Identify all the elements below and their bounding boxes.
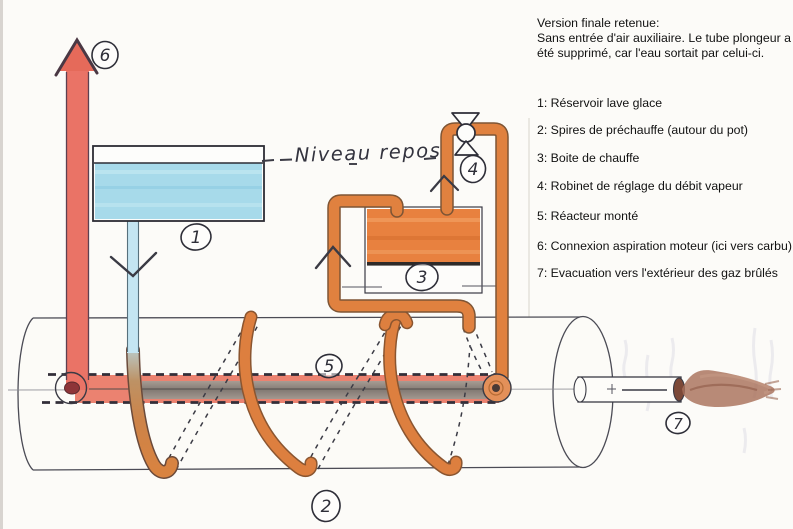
marker-3: 3 bbox=[405, 262, 439, 292]
flow-down-arrow bbox=[109, 251, 158, 278]
legend-item-6: 6: Connexion aspiration moteur (ici vers… bbox=[537, 239, 792, 253]
marker-6: 6 bbox=[91, 40, 119, 70]
legend-item-5: 5: Réacteur monté bbox=[537, 209, 639, 223]
markers: 1 2 3 4 5 6 7 bbox=[91, 40, 691, 523]
note-line-2: Sans entrée d'air auxiliaire. Le tube pl… bbox=[537, 31, 791, 45]
svg-text:4: 4 bbox=[468, 160, 479, 180]
note-line-3: été supprimé, car l'eau sortait par celu… bbox=[537, 46, 765, 60]
exhaust-pipe bbox=[573, 376, 686, 403]
svg-text:3: 3 bbox=[417, 268, 428, 288]
coil-crest bbox=[380, 309, 412, 330]
coil-turn-3 bbox=[384, 312, 462, 475]
legend-item-2: 2: Spires de préchauffe (autour du pot) bbox=[537, 123, 749, 137]
flow-up-arrow-valve bbox=[429, 174, 460, 193]
svg-text:1: 1 bbox=[191, 228, 202, 248]
preheat-coil bbox=[126, 308, 463, 479]
marker-2: 2 bbox=[311, 489, 341, 523]
reactor-tube bbox=[42, 373, 499, 404]
rest-level-label: Niveau repos bbox=[294, 139, 441, 167]
valve-icon bbox=[451, 112, 480, 156]
coil-turn-2 bbox=[239, 312, 317, 476]
svg-text:7: 7 bbox=[673, 415, 683, 433]
pot-top-edge bbox=[32, 316, 584, 319]
flow-up-arrow-loop bbox=[314, 245, 352, 270]
coil-to-box-pipe bbox=[327, 194, 476, 334]
marker-7: 7 bbox=[665, 411, 691, 435]
svg-text:6: 6 bbox=[100, 46, 111, 66]
intake-riser-pipe bbox=[54, 37, 99, 390]
scan-edge-left bbox=[0, 0, 3, 529]
legend-item-1: 1: Réservoir lave glace bbox=[537, 96, 663, 110]
svg-text:2: 2 bbox=[321, 497, 332, 517]
feed-tube bbox=[126, 221, 140, 353]
legend-item-7: 7: Evacuation vers l'extérieur des gaz b… bbox=[537, 266, 778, 280]
legend-item-4: 4: Robinet de réglage du débit vapeur bbox=[537, 179, 743, 193]
marker-1: 1 bbox=[180, 223, 212, 251]
note-title: Version finale retenue: bbox=[537, 16, 660, 30]
coil-turn-1 bbox=[127, 344, 178, 478]
pot-left-face bbox=[17, 317, 34, 471]
legend-item-3: 3: Boite de chauffe bbox=[537, 151, 640, 165]
marker-4: 4 bbox=[459, 154, 487, 184]
exhaust-flame bbox=[682, 370, 782, 407]
marker-5: 5 bbox=[315, 353, 343, 379]
reactor-core bbox=[142, 381, 486, 399]
reactor-left-junction bbox=[54, 371, 88, 405]
intake-arrowhead bbox=[58, 38, 96, 71]
reactor-right-junction bbox=[482, 373, 512, 403]
washer-reservoir bbox=[92, 145, 265, 222]
svg-text:5: 5 bbox=[324, 357, 335, 377]
